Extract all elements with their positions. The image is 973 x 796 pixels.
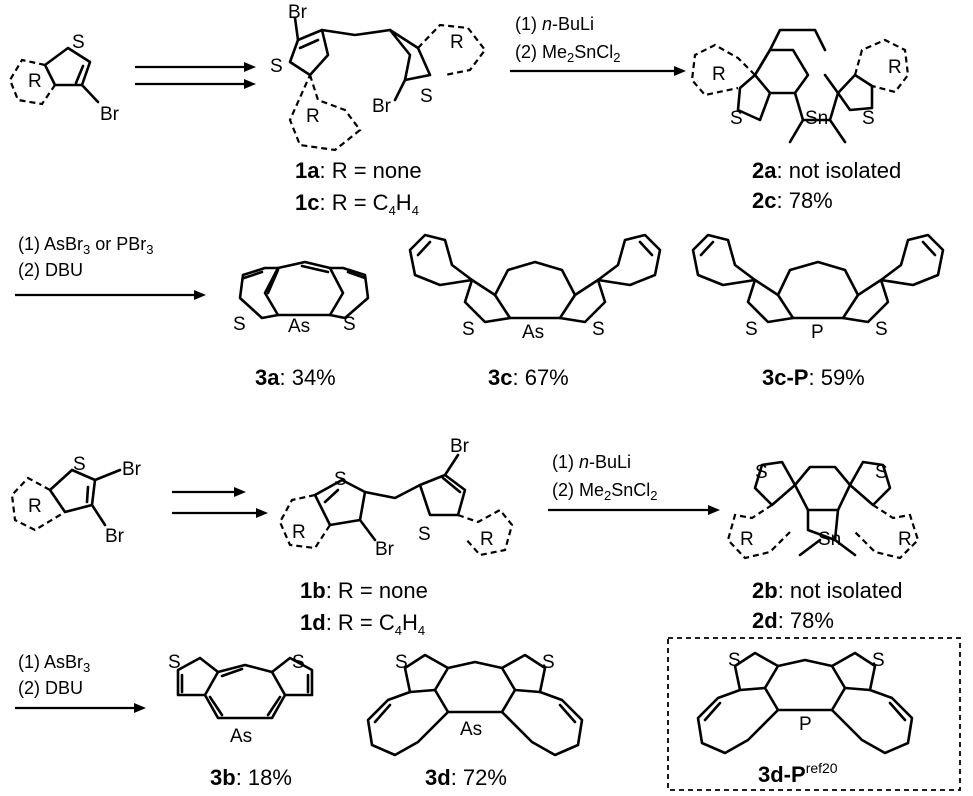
- atom-r: R: [888, 57, 902, 78]
- atom-p: P: [799, 714, 812, 735]
- structure-3d: [366, 653, 584, 757]
- atom-br: Br: [105, 526, 125, 547]
- atom-s: S: [418, 524, 431, 545]
- atom-br: Br: [372, 96, 392, 117]
- multi-step-arrow: [135, 62, 256, 89]
- label-1c: 1c: R = C4H4: [295, 190, 419, 218]
- condition-nbuli: (1) n-BuLi: [515, 14, 594, 34]
- atom-r: R: [740, 529, 754, 550]
- atom-s: S: [420, 86, 433, 107]
- label-2d: 2d: 78%: [752, 608, 834, 633]
- atom-as: As: [522, 322, 544, 343]
- atom-s: S: [755, 462, 768, 483]
- label-1b: 1b: R = none: [300, 578, 428, 603]
- atom-r: R: [898, 529, 912, 550]
- condition-me2sncl2: (2) Me2SnCl2: [552, 480, 658, 503]
- atom-sn: Sn: [805, 108, 828, 129]
- atom-s: S: [592, 319, 605, 340]
- atom-br: Br: [288, 2, 308, 23]
- atom-s: S: [730, 108, 743, 129]
- atom-s: S: [270, 56, 283, 77]
- label-1d: 1d: R = C4H4: [300, 610, 425, 638]
- atom-s: S: [343, 314, 356, 335]
- structure-2a-2c: [690, 28, 910, 144]
- atom-s: S: [233, 314, 246, 335]
- atom-sn: Sn: [818, 529, 841, 550]
- atom-s: S: [872, 650, 885, 671]
- label-1a: 1a: R = none: [295, 158, 422, 183]
- structure-1a-1c: [288, 16, 487, 152]
- structure-3a: [238, 260, 370, 320]
- atom-r: R: [306, 106, 320, 127]
- structure-3c: [408, 233, 662, 324]
- atom-br: Br: [450, 436, 470, 457]
- structure-3-bromothiophene: [8, 46, 100, 106]
- condition-dbu: (2) DBU: [18, 260, 83, 280]
- atom-s: S: [292, 652, 305, 673]
- structure-2-3-dibromothiophene: [10, 468, 122, 532]
- atom-s: S: [334, 469, 347, 490]
- condition-me2sncl2: (2) Me2SnCl2: [515, 42, 621, 65]
- atom-s: S: [745, 319, 758, 340]
- reaction-arrow: [15, 703, 146, 713]
- atom-r: R: [28, 71, 42, 92]
- atom-s: S: [862, 108, 875, 129]
- condition-dbu: (2) DBU: [18, 678, 83, 698]
- atom-s: S: [728, 650, 741, 671]
- reference-box: [667, 637, 961, 791]
- reaction-arrow: [15, 290, 206, 300]
- atom-s: S: [875, 319, 888, 340]
- atom-s: S: [462, 319, 475, 340]
- structure-3b: [176, 656, 314, 720]
- atom-r: R: [712, 64, 726, 85]
- label-2c: 2c: 78%: [752, 188, 833, 213]
- multi-step-arrow: [172, 487, 268, 518]
- structure-3d-p: [696, 651, 914, 755]
- atom-as: As: [230, 726, 252, 747]
- reaction-arrow: [510, 66, 686, 76]
- atom-as: As: [460, 719, 482, 740]
- atom-br: Br: [122, 459, 142, 480]
- label-2b: 2b: not isolated: [752, 578, 902, 603]
- condition-asbr3: (1) AsBr3: [18, 652, 90, 675]
- atom-s: S: [395, 652, 408, 673]
- reaction-arrow: [548, 505, 720, 515]
- condition-asbr3-pbr3: (1) AsBr3 or PBr3: [18, 234, 154, 257]
- structure-3c-p: [691, 233, 945, 324]
- atom-s: S: [168, 652, 181, 673]
- condition-nbuli: (1) n-BuLi: [552, 452, 631, 472]
- label-3d: 3d: 72%: [425, 765, 507, 790]
- atom-s: S: [73, 454, 86, 475]
- atom-r: R: [450, 32, 464, 53]
- label-3c: 3c: 67%: [488, 365, 569, 390]
- structure-2b-2d: [726, 460, 920, 560]
- label-2a: 2a: not isolated: [752, 158, 901, 183]
- structure-1b-1d: [278, 453, 514, 557]
- atom-br: Br: [375, 539, 395, 560]
- label-3c-p: 3c-P: 59%: [762, 365, 865, 390]
- atom-br: Br: [100, 104, 120, 125]
- atom-s: S: [542, 652, 555, 673]
- atom-r: R: [28, 496, 42, 517]
- label-3b: 3b: 18%: [210, 765, 292, 790]
- atom-s: S: [72, 32, 85, 53]
- label-3a: 3a: 34%: [255, 365, 336, 390]
- atom-as: As: [288, 316, 310, 337]
- label-3d-p: 3d-Pref20: [758, 760, 838, 787]
- atom-r: R: [480, 529, 494, 550]
- atom-s: S: [875, 462, 888, 483]
- atom-p: P: [811, 322, 824, 343]
- atom-r: R: [292, 522, 306, 543]
